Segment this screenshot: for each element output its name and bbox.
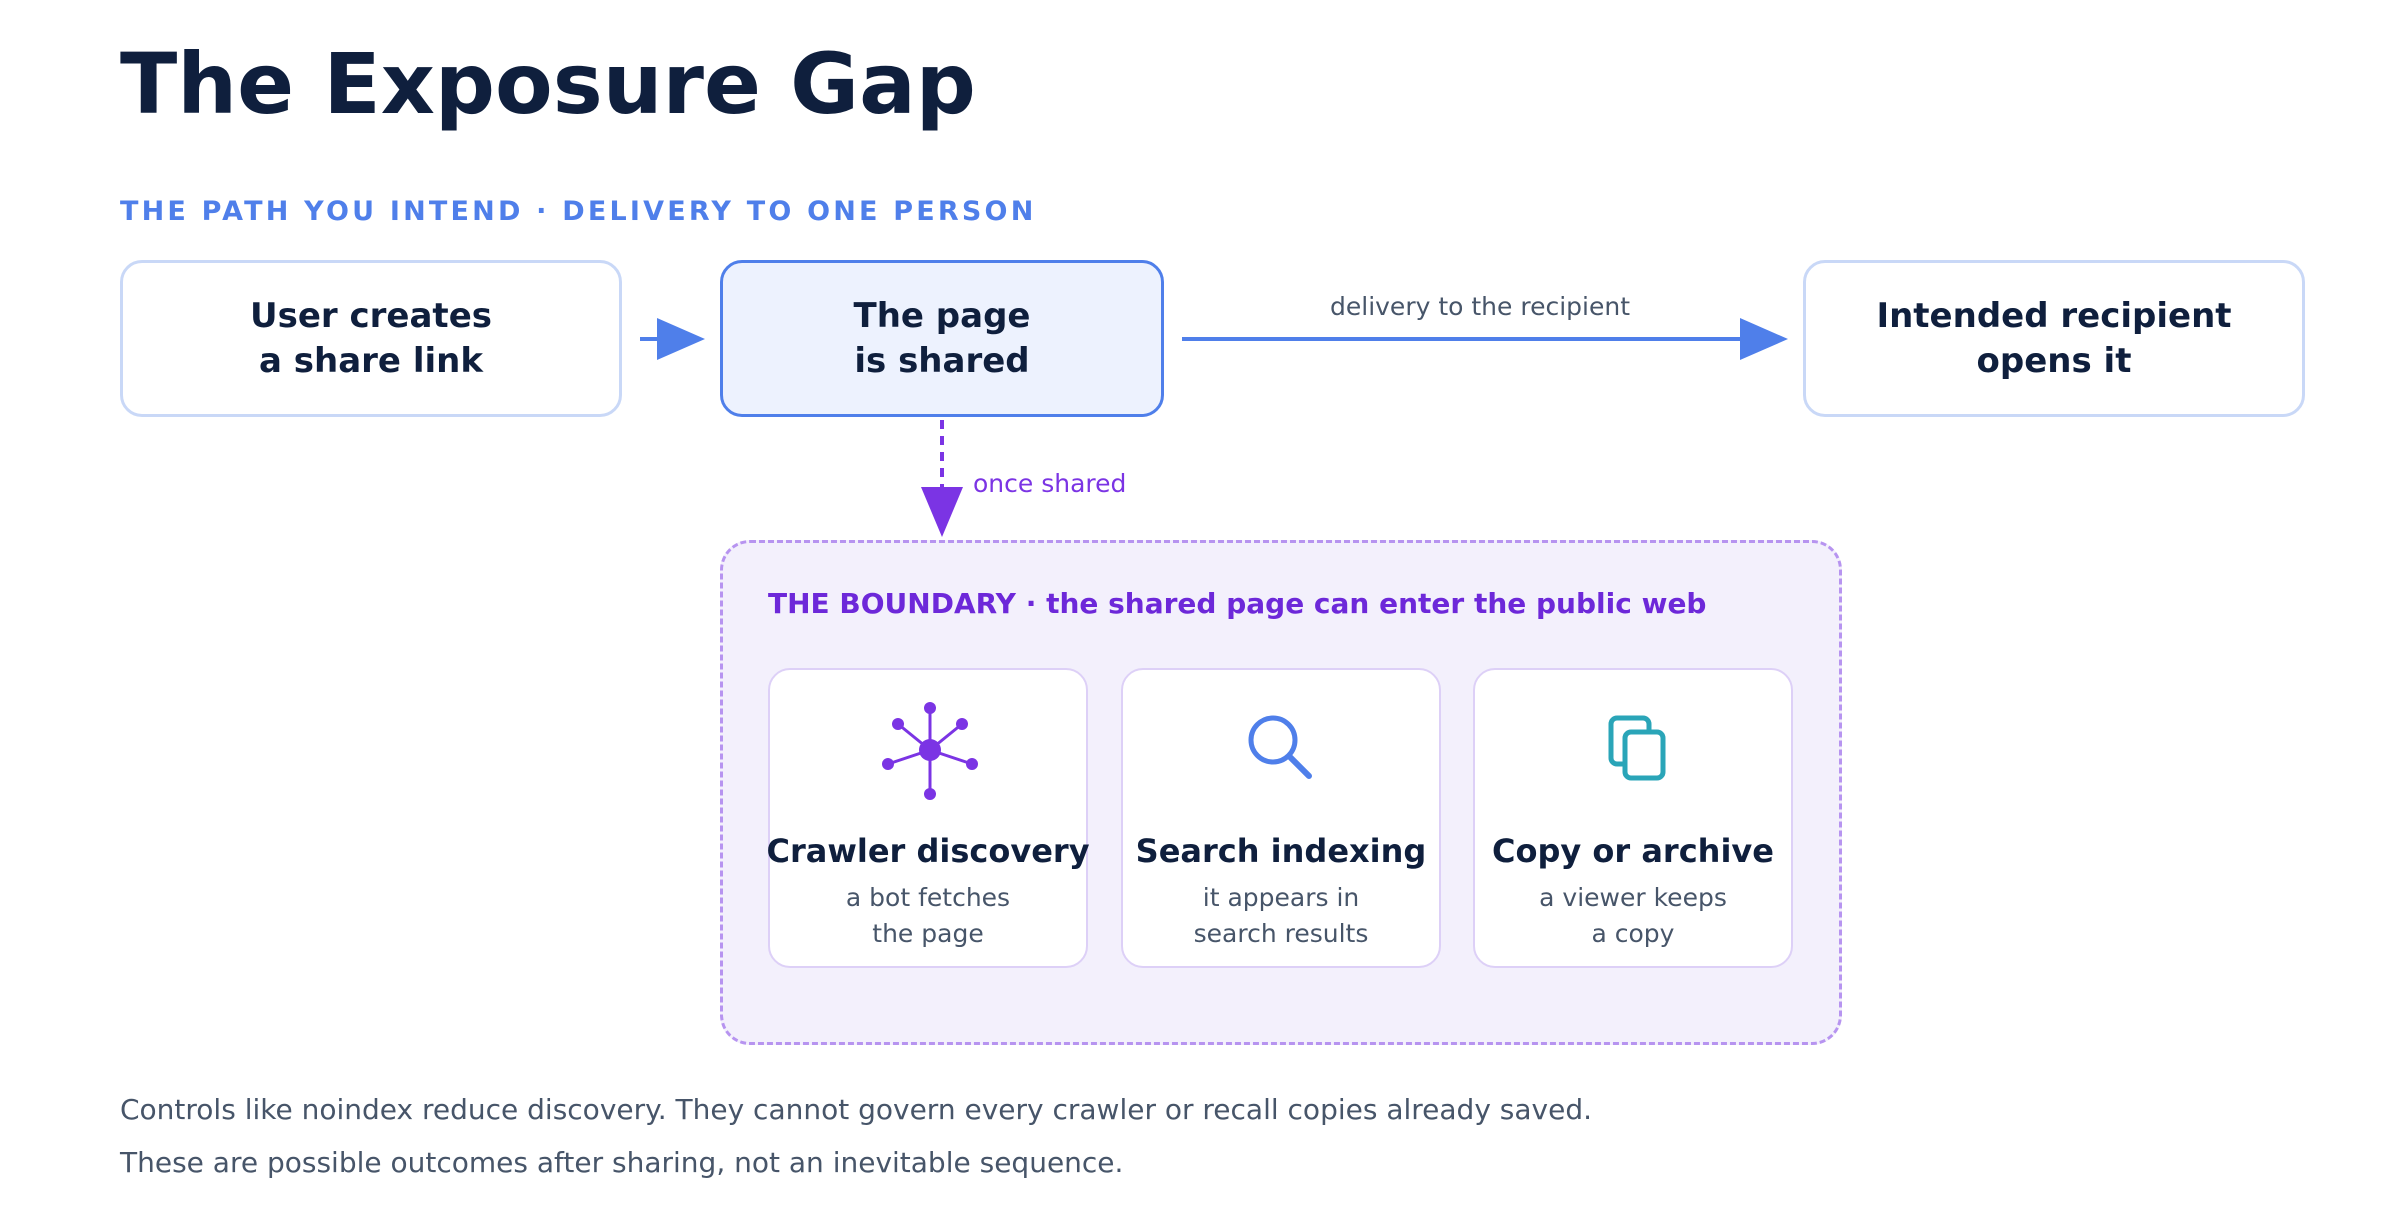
- node-page-shared: The page is shared: [720, 260, 1164, 417]
- card-title: Crawler discovery: [766, 832, 1090, 870]
- node-recipient-label: Intended recipient opens it: [1876, 295, 2232, 381]
- copy-icon: [1608, 715, 1666, 781]
- intended-path-label: THE PATH YOU INTEND · DELIVERY TO ONE PE…: [120, 196, 1037, 227]
- delivery-edge-label: delivery to the recipient: [1330, 292, 1630, 321]
- card-description: a bot fetches the page: [845, 883, 1011, 948]
- network-icon: [882, 702, 978, 800]
- search-icon: [1248, 715, 1312, 779]
- footnote: These are possible outcomes after sharin…: [120, 1146, 1124, 1179]
- once-shared-label: once shared: [973, 469, 1127, 498]
- arrow-page-to-boundary: [921, 420, 963, 537]
- node-page-label: The page is shared: [853, 295, 1031, 381]
- arrow-user-to-page: [640, 318, 705, 360]
- page-title: The Exposure Gap: [120, 35, 976, 133]
- card-search-indexing: Search indexing it appears in search res…: [1121, 668, 1441, 968]
- node-user-label: User creates a share link: [250, 295, 492, 381]
- arrow-page-to-recipient: [1182, 318, 1788, 360]
- boundary-title: THE BOUNDARY · the shared page can enter…: [768, 587, 1707, 620]
- node-user-creates-link: User creates a share link: [120, 260, 622, 417]
- card-title: Search indexing: [1135, 832, 1427, 870]
- card-description: it appears in search results: [1193, 883, 1369, 948]
- card-crawler-discovery: Crawler discovery a bot fetches the page: [766, 668, 1090, 968]
- card-copy-or-archive: Copy or archive a viewer keeps a copy: [1473, 668, 1793, 968]
- card-description: a viewer keeps a copy: [1539, 883, 1727, 948]
- node-intended-recipient: Intended recipient opens it: [1803, 260, 2305, 417]
- footnote: Controls like noindex reduce discovery. …: [120, 1093, 1593, 1126]
- card-title: Copy or archive: [1492, 832, 1774, 870]
